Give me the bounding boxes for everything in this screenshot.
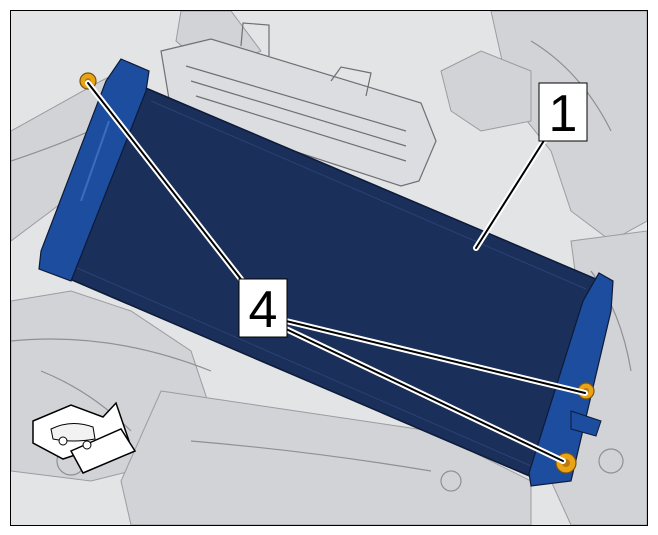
callout-4: 4 — [238, 278, 288, 339]
callout-1: 1 — [538, 82, 588, 143]
radiator-diagram: 1 4 — [11, 11, 647, 525]
leader-lines — [85, 80, 588, 464]
vehicle-direction-arrow-icon — [32, 401, 137, 474]
diagram-frame: 1 4 — [10, 10, 648, 526]
radiator-left-tank — [38, 58, 150, 282]
callout-4-label: 4 — [249, 281, 278, 339]
callout-1-label: 1 — [549, 85, 578, 143]
radiator-right-tank — [528, 272, 614, 487]
